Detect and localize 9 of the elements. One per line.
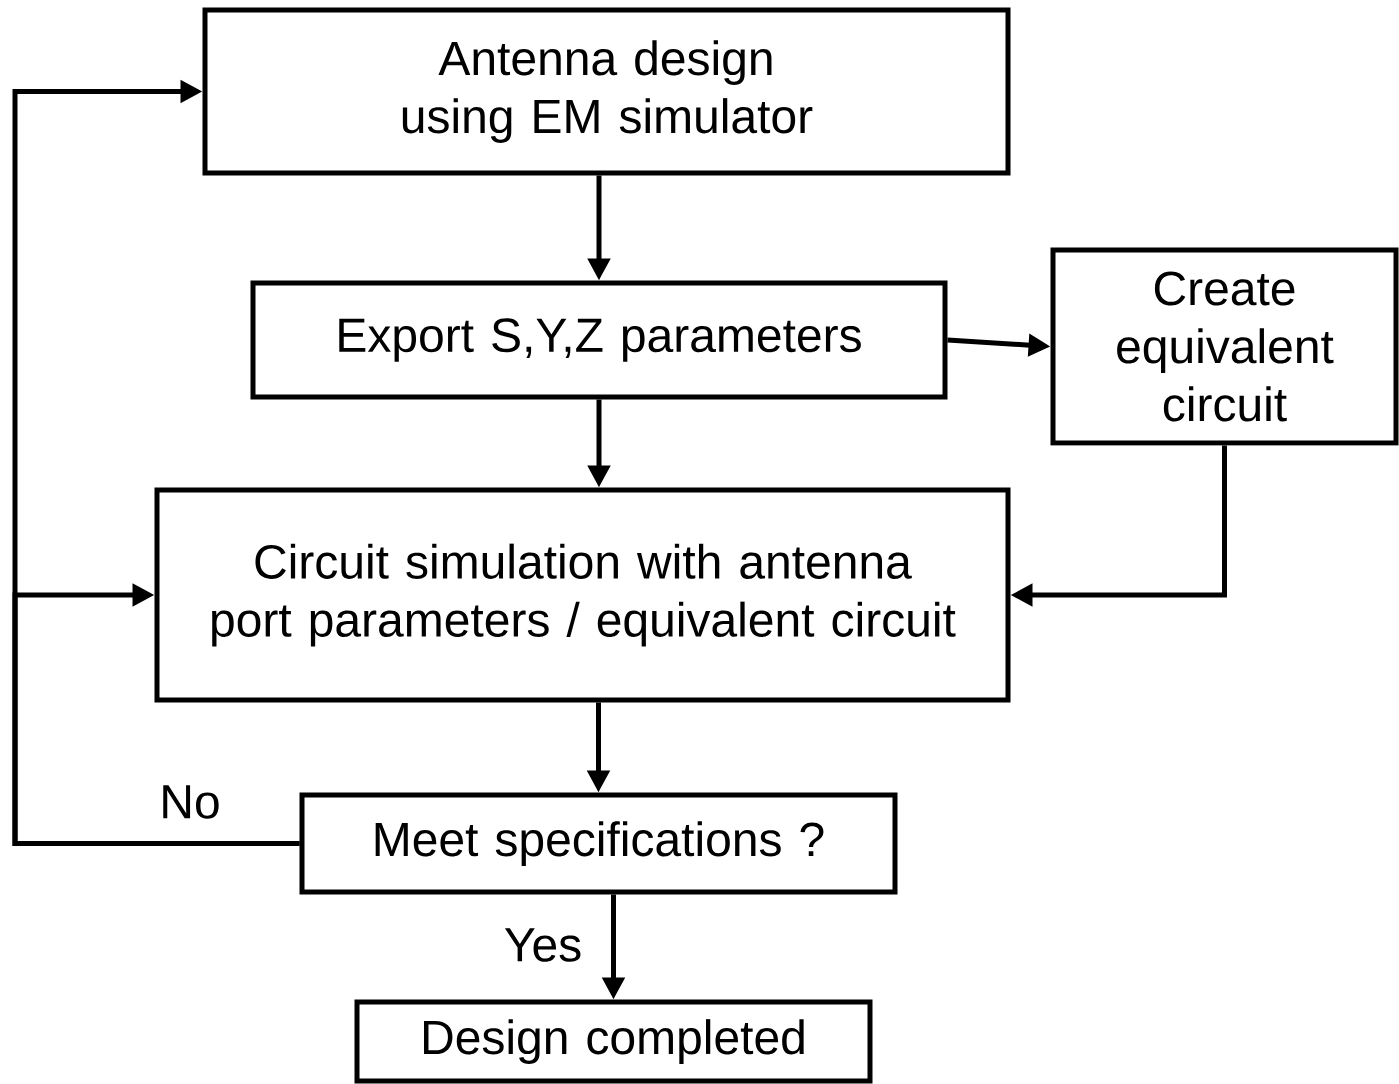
process-box: Create equivalent circuit (1050, 247, 1399, 446)
arrow (12, 583, 300, 846)
process-box: Design completed (354, 999, 873, 1084)
process-box: Circuit simulation with antenna port parameters / equivalent circuit (154, 487, 1011, 703)
edge-label: No (157, 783, 223, 821)
process-box: Antenna design using EM simulator (202, 7, 1011, 176)
process-box: Export S,Y,Z parameters (250, 280, 948, 400)
process-box: Meet specifications ? (299, 792, 898, 895)
edge-label: Yes (501, 926, 585, 964)
